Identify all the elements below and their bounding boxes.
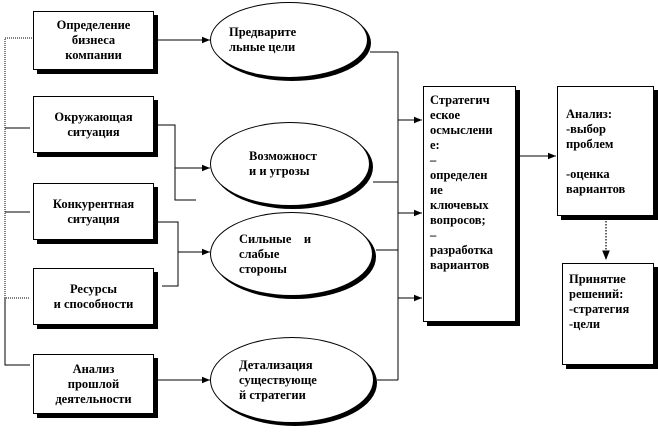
box-decision: Принятие решений: -стратегия -цели	[562, 263, 654, 365]
left-bracket-line	[4, 37, 32, 299]
box-business-definition-label: Определение бизнеса компании	[56, 18, 131, 62]
box-strategic-thinking-label: Стратегич еское осмыслени е: – определен…	[430, 93, 494, 272]
ellipse-opportunities: Возможност и и угрозы	[210, 122, 370, 206]
box-analysis: Анализ: -выбор проблем -оценка вариантов	[557, 86, 654, 216]
ellipse-preliminary-goals-label: Предварите льные цели	[229, 25, 297, 54]
ellipse-strategy-detail: Детализация существующе й стратегии	[210, 337, 374, 423]
box-decision-label: Принятие решений: -стратегия -цели	[569, 272, 630, 331]
box-environment-label: Окружающая ситуация	[54, 109, 133, 139]
box-competition-label: Конкурентная ситуация	[52, 196, 135, 226]
box-resources: Ресурсы и способности	[33, 268, 154, 325]
box-resources-label: Ресурсы и способности	[53, 281, 134, 311]
ellipse-preliminary-goals: Предварите льные цели	[210, 2, 368, 78]
box-environment: Окружающая ситуация	[33, 96, 154, 153]
box-past-activity-label: Анализ прошлой деятельности	[55, 361, 132, 406]
box-competition: Конкурентная ситуация	[33, 183, 154, 240]
box-analysis-label: Анализ: -выбор проблем -оценка вариантов	[566, 107, 626, 196]
ellipse-strengths: Сильные и слабые стороны	[210, 212, 373, 296]
box-past-activity: Анализ прошлой деятельности	[33, 354, 154, 414]
box-business-definition: Определение бизнеса компании	[33, 11, 154, 70]
arrow-env-to-opportunities	[156, 124, 196, 201]
ellipse-strengths-label: Сильные и слабые стороны	[239, 231, 312, 276]
box-strategic-thinking: Стратегич еское осмыслени е: – определен…	[423, 86, 516, 322]
ellipse-strategy-detail-label: Детализация существующе й стратегии	[239, 357, 317, 402]
arrow-competition-to-strengths	[156, 221, 179, 287]
ellipse-opportunities-label: Возможност и и угрозы	[249, 149, 317, 178]
left-bus-line-3	[4, 298, 30, 366]
